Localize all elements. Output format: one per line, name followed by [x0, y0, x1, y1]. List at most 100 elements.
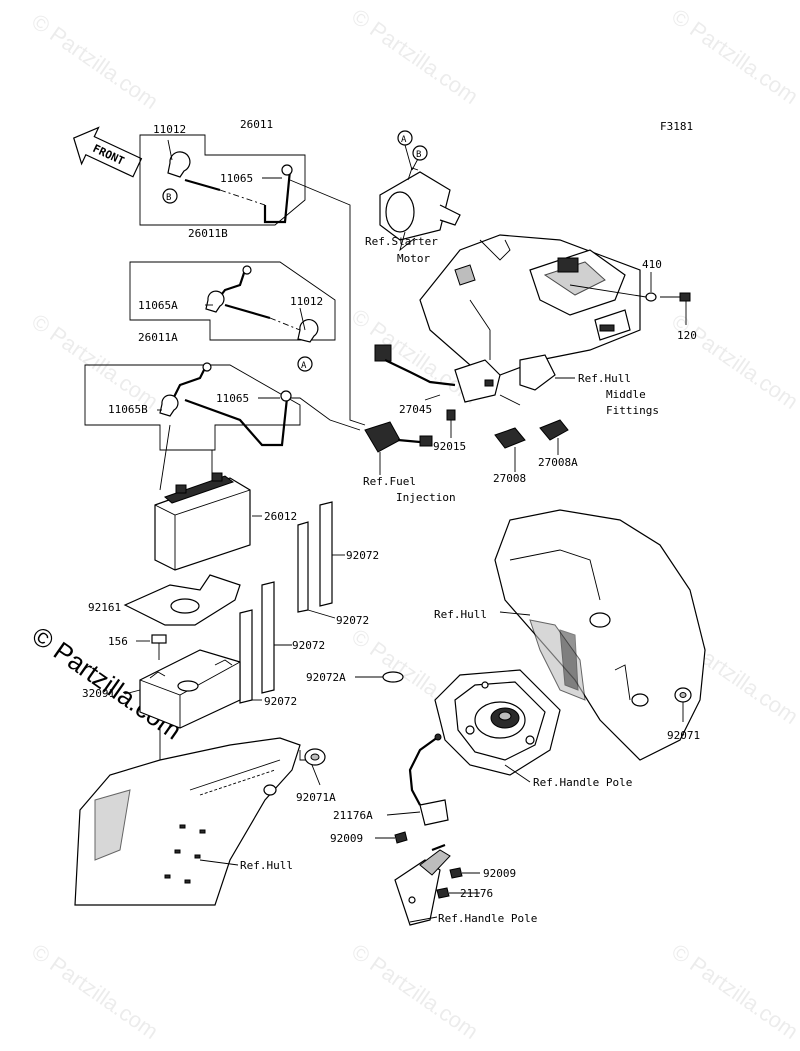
ref-starter-motor-line1: Ref.Starter [365, 235, 438, 248]
svg-text:B: B [416, 150, 421, 160]
watermark: © Partzilla.com [667, 4, 800, 110]
terminal-cover [297, 319, 319, 343]
handle-pole-bracket [394, 843, 480, 926]
strap [319, 501, 333, 607]
svg-text:A: A [301, 361, 307, 371]
label-26011: 26011 [240, 118, 273, 131]
watermark: © Partzilla.com [27, 939, 163, 1045]
ref-handle-pole-upper: Ref.Handle Pole [533, 776, 632, 789]
label-11012: 11012 [290, 295, 323, 308]
terminal-cover [159, 394, 179, 417]
ref-hull-bottom: Ref.Hull [240, 859, 293, 872]
battery-cable-26011B [205, 265, 319, 343]
reference-labels: Ref.Starter Motor Ref.Hull Middle Fittin… [240, 235, 659, 925]
label-26011A: 26011A [138, 331, 178, 344]
ref-handle-pole-lower: Ref.Handle Pole [438, 912, 537, 925]
cable-terminal [280, 390, 292, 402]
watermark: © Partzilla.com [27, 9, 163, 115]
label-92161: 92161 [88, 601, 121, 614]
ref-fuel-injection-line2: Injection [396, 491, 456, 504]
watermark: © Partzilla.com [347, 4, 483, 110]
callout-b-top: B [162, 188, 178, 204]
figure-code: F3181 [660, 120, 693, 133]
callout-a-mid: A [297, 356, 313, 372]
hull-middle-fittings [419, 234, 641, 391]
strap [297, 521, 309, 613]
screws-92009 [375, 831, 480, 879]
hull-left-holes [164, 824, 206, 884]
ref-hull-middle-line1: Ref.Hull [578, 372, 631, 385]
label-27008A: 27008A [538, 456, 578, 469]
label-26012: 26012 [264, 510, 297, 523]
svg-text:B: B [166, 193, 171, 203]
label-92009: 92009 [483, 867, 516, 880]
label-32091: 32091 [82, 687, 115, 700]
sensor-cable-21176A [386, 733, 449, 826]
fuse-holders-27008 [494, 419, 569, 472]
label-92072: 92072 [346, 549, 379, 562]
cable-terminal [242, 265, 252, 275]
battery-cable-26011 [167, 151, 293, 224]
hull-right [494, 509, 706, 761]
label-92072: 92072 [336, 614, 369, 627]
fitting-slot [557, 257, 579, 273]
strap [239, 609, 253, 704]
label-92072: 92072 [292, 639, 325, 652]
fitting-bracket [519, 354, 556, 391]
label-21176A: 21176A [333, 809, 373, 822]
handle-pole-mount [434, 669, 561, 783]
front-arrow: FRONT [73, 126, 143, 178]
battery-26012 [154, 472, 251, 571]
label-11065: 11065 [216, 392, 249, 405]
label-156: 156 [108, 635, 128, 648]
connector [374, 344, 392, 362]
front-arrow-shape [73, 126, 143, 178]
relay-27045 [374, 344, 521, 406]
clip-92072A [355, 671, 404, 683]
svg-text:A: A [401, 135, 407, 145]
label-410: 410 [642, 258, 662, 271]
cable-terminal [202, 362, 212, 372]
connector-body [364, 421, 401, 453]
fuse-27008A [539, 419, 569, 441]
label-120: 120 [677, 329, 697, 342]
part-labels: 11012 26011 11065 26011B 11065A 11012 26… [82, 118, 700, 900]
watermark: © Partzilla.com [347, 939, 483, 1045]
plate-hole [170, 598, 200, 614]
hull-left-body [74, 737, 301, 906]
label-11065A: 11065A [138, 299, 178, 312]
label-92072A: 92072A [306, 671, 346, 684]
watermark: © Partzilla.com [27, 309, 163, 415]
battery-plate-92161 [123, 574, 241, 626]
screw-120 [679, 292, 691, 302]
bracket-plate [394, 859, 441, 926]
strap [261, 581, 275, 694]
fasteners-410-120 [569, 272, 691, 325]
callout-b-starter: B [412, 145, 428, 161]
ref-starter-motor-line2: Motor [397, 252, 430, 265]
callouts: B A A B [162, 130, 428, 372]
label-27008: 27008 [493, 472, 526, 485]
battery-straps-92072 [239, 501, 345, 704]
clip-92015 [446, 409, 456, 438]
starter-motor [379, 144, 461, 252]
battery-tray-32091 [139, 649, 241, 729]
label-27045: 27045 [399, 403, 432, 416]
battery-terminal-strip [164, 475, 235, 504]
grommet-92071 [674, 687, 692, 722]
watermark: © Partzilla.com [667, 309, 800, 415]
label-92071A: 92071A [296, 791, 336, 804]
fitting-body [419, 234, 641, 376]
grommet-92071A [304, 748, 326, 766]
terminal-cover [205, 290, 225, 313]
battery-post [175, 484, 187, 494]
cable-clamp [419, 799, 449, 826]
label-92015: 92015 [433, 440, 466, 453]
hull-left [74, 737, 301, 906]
label-11065B: 11065B [108, 403, 148, 416]
label-21176: 21176 [460, 887, 493, 900]
leader-lines [124, 139, 366, 786]
relay-body [454, 359, 501, 403]
ref-hull-middle-line2: Middle [606, 388, 646, 401]
box-26011B [129, 261, 336, 341]
